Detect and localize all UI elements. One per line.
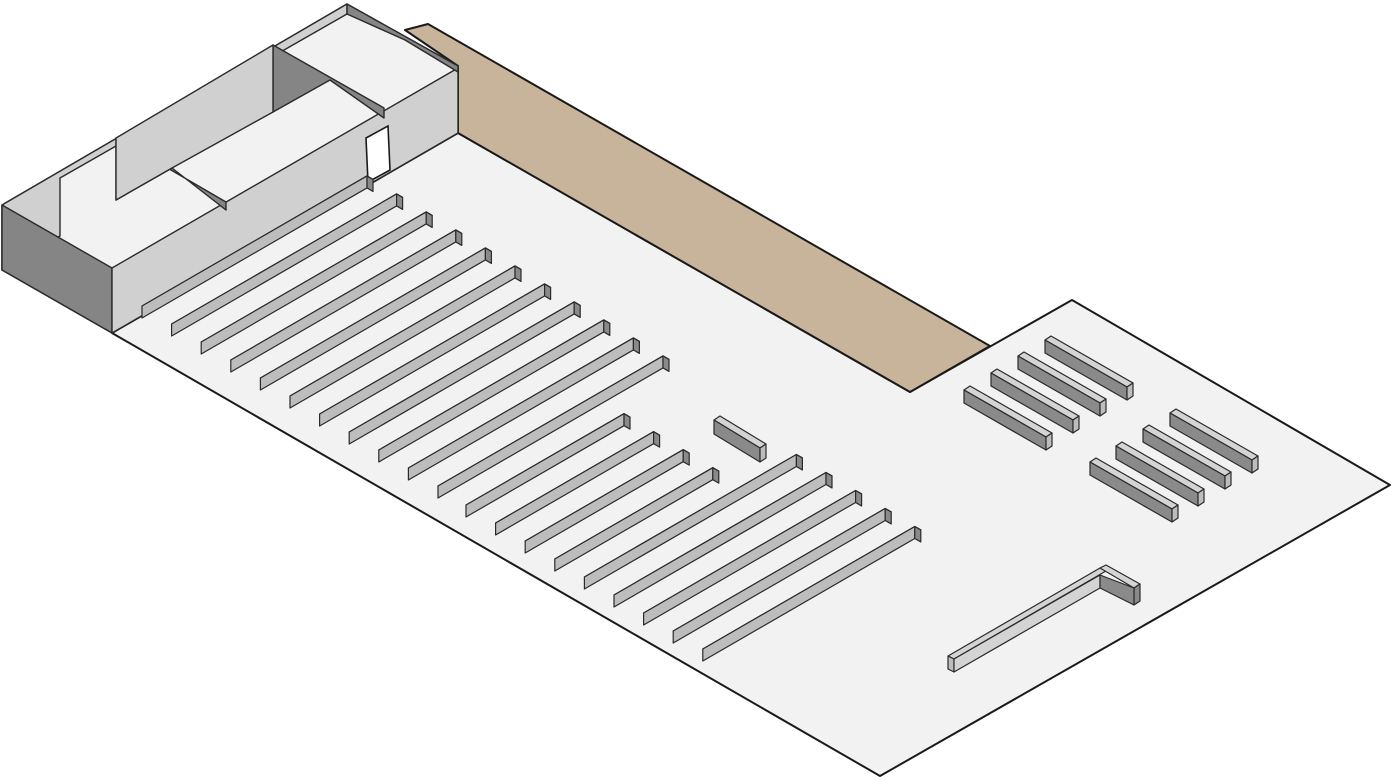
- shelving-layer: [141, 175, 922, 662]
- shelf-row-short-9-end: [914, 525, 922, 543]
- shelf-row-long-1-end: [366, 175, 374, 193]
- shelf-row-short-7: [642, 489, 863, 626]
- fixtures-layer: [713, 335, 1259, 673]
- rack-7: [1142, 424, 1232, 490]
- shelf-row-long-3: [200, 211, 433, 355]
- shelf-row-long-7: [319, 283, 552, 427]
- shelf-row-long-2-end: [396, 193, 404, 211]
- shelf-row-short-1: [465, 413, 631, 518]
- rack-2: [990, 368, 1080, 434]
- shelf-row-long-5-end: [484, 247, 492, 265]
- back-rooms: [1, 3, 459, 334]
- room-partition-face: [115, 44, 274, 201]
- shelf-row-long-11-end: [662, 355, 670, 373]
- shelf-row-short-6-end: [825, 471, 833, 489]
- rack-8: [1169, 408, 1259, 474]
- shelf-row-short-4-end: [712, 467, 720, 484]
- shelf-row-long-8: [348, 301, 581, 445]
- shelf-row-long-9-end: [603, 319, 611, 337]
- rack-1: [963, 385, 1053, 451]
- shelf-row-long-4: [230, 229, 463, 373]
- shelf-row-long-2: [171, 193, 404, 337]
- door-icon: [365, 124, 391, 184]
- shelf-row-short-5-end: [795, 453, 804, 471]
- shelf-row-short-5: [583, 453, 804, 590]
- shelf-row-long-9: [378, 319, 611, 463]
- shelf-row-long-4-end: [455, 229, 463, 247]
- checkout-counter: [947, 564, 1141, 673]
- rack-7-end: [1224, 471, 1232, 490]
- rack-5: [1089, 457, 1179, 523]
- shelf-row-short-2-end: [652, 431, 661, 448]
- rack-5-end: [1171, 504, 1179, 523]
- short-block-end: [759, 443, 767, 463]
- shelf-row-short-7-end: [854, 489, 863, 507]
- shelf-row-short-4: [554, 467, 720, 572]
- shelf-row-long-10: [407, 337, 641, 481]
- rack-6-end: [1197, 488, 1205, 507]
- shelf-row-long-6: [289, 265, 522, 409]
- rooms-back-wall: [346, 3, 459, 73]
- rack-2-end: [1072, 415, 1080, 434]
- counter-end: [947, 655, 955, 673]
- shelf-row-short-8: [672, 507, 892, 644]
- rack-8-end: [1251, 455, 1259, 474]
- shelf-row-short-6: [613, 471, 833, 608]
- shelf-row-long-7-end: [543, 283, 552, 301]
- rack-4: [1044, 335, 1134, 401]
- shelf-row-long-10-end: [632, 337, 641, 355]
- shelf-row-long-8-end: [573, 301, 581, 319]
- shelf-row-long-1: [141, 175, 374, 319]
- counter-face-short: [1133, 583, 1141, 606]
- rack-6: [1115, 441, 1205, 507]
- shelf-row-short-3-end: [682, 449, 690, 466]
- shelf-row-short-2: [495, 431, 661, 536]
- shelf-row-long-5: [259, 247, 492, 391]
- rack-3-end: [1099, 398, 1107, 417]
- shelf-row-short-1-end: [623, 413, 631, 430]
- rack-1-end: [1045, 432, 1053, 451]
- shelf-row-long-3-end: [425, 211, 433, 229]
- shelf-row-long-11: [437, 355, 670, 499]
- counter-face-inner: [1099, 574, 1135, 606]
- shelf-row-short-9: [702, 525, 922, 662]
- rack-3: [1017, 351, 1107, 417]
- short-block: [713, 415, 767, 463]
- shelf-row-short-3: [524, 449, 690, 554]
- shelf-row-long-6-end: [514, 265, 522, 283]
- shelf-row-short-8-end: [884, 507, 892, 525]
- rack-4-end: [1126, 382, 1134, 401]
